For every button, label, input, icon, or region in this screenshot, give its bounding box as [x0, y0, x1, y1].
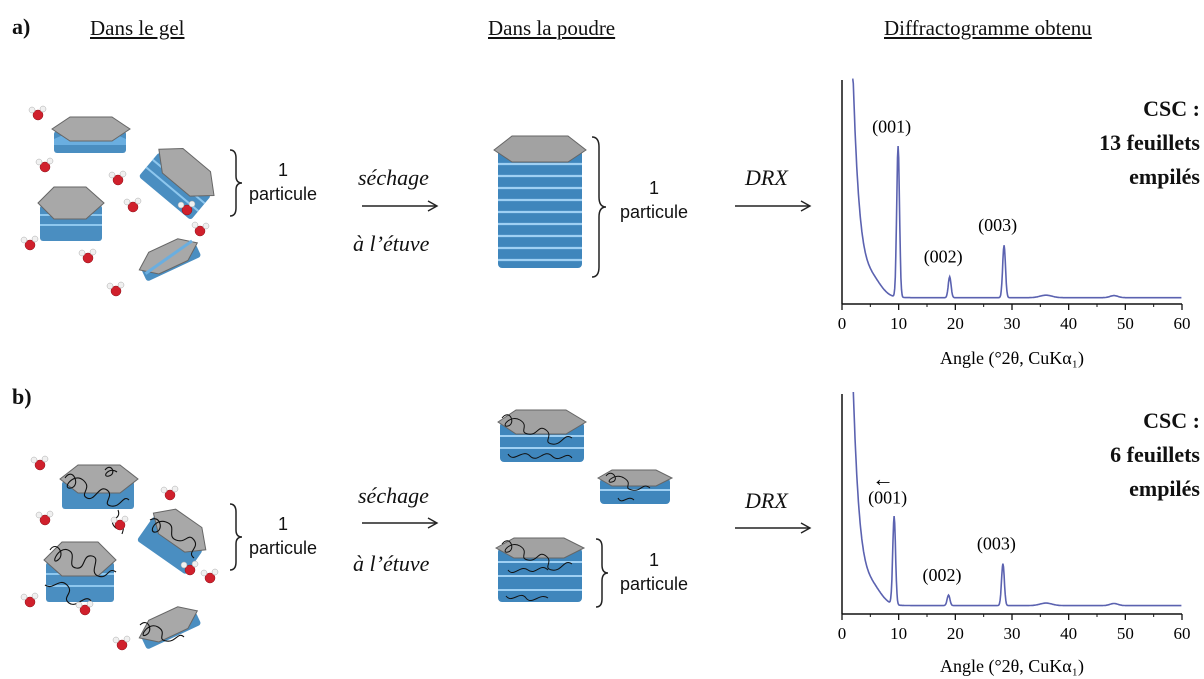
- xrd-step-b: DRX: [745, 488, 788, 513]
- chart-b-peak-002: (002): [923, 565, 962, 586]
- heading-gel: Dans le gel: [90, 16, 185, 40]
- bracket-gel-a: [229, 149, 243, 217]
- chartB-tick-label-6: 60: [1174, 624, 1191, 643]
- panel-a-label: a): [12, 14, 31, 39]
- chartA-tick-label-6: 60: [1174, 314, 1191, 333]
- drying-step-b-line2: à l’étuve: [353, 551, 430, 576]
- gel-particle-label-b: 1 particule: [248, 514, 318, 558]
- drying-arrow-b: [362, 517, 439, 529]
- drying-step-a-line1: séchage: [358, 165, 429, 190]
- chart-a-peak-001: (001): [872, 117, 911, 138]
- chartB-tick-label-0: 0: [838, 624, 847, 643]
- chart-b-peak-001: (001): [868, 487, 907, 508]
- chartB-tick-label-2: 20: [947, 624, 964, 643]
- chartB-tick-label-5: 50: [1117, 624, 1134, 643]
- panel-b-label: b): [12, 384, 32, 409]
- xrd-step-a: DRX: [745, 165, 788, 190]
- csc-a: CSC : 13 feuillets empilés: [1099, 96, 1200, 189]
- drying-step-b-line1: séchage: [358, 483, 429, 508]
- drying-arrow-a: [362, 200, 439, 212]
- powder-particle-label-b: 1 particule: [619, 550, 689, 594]
- heading-diffractogram: Diffractogramme obtenu: [884, 16, 1092, 40]
- bracket-powder-a: [591, 136, 607, 278]
- chart-a-x-axis-label: Angle (°2θ, CuKα₁): [940, 348, 1084, 369]
- gel-particles-illustration-a: [20, 105, 215, 297]
- bracket-gel-b: [229, 503, 243, 571]
- chartA-tick-label-4: 40: [1060, 314, 1077, 333]
- chartA-tick-label-1: 10: [890, 314, 907, 333]
- powder-stacks-illustration-b: [494, 409, 674, 602]
- chart-a-peak-002: (002): [924, 247, 963, 268]
- chartB-tick-label-1: 10: [890, 624, 907, 643]
- powder-particle-label-a: 1 particule: [619, 178, 689, 222]
- drying-step-a-line2: à l’étuve: [353, 231, 430, 256]
- bracket-powder-b: [595, 538, 609, 608]
- chartA-tick-label-5: 50: [1117, 314, 1134, 333]
- chart-b-peak-003: (003): [977, 534, 1016, 555]
- chartA-tick-label-0: 0: [838, 314, 847, 333]
- heading-powder: Dans la poudre: [488, 16, 616, 40]
- xrd-arrow-b: [735, 522, 812, 534]
- chart-a-curve: [852, 78, 1182, 299]
- chart-a-peak-003: (003): [978, 215, 1017, 236]
- chart-b-shift-arrow: ←: [872, 466, 894, 491]
- gel-particles-illustration-b: [20, 455, 219, 651]
- xrd-arrow-a: [735, 200, 812, 212]
- chart-b-curve: [852, 392, 1182, 607]
- gel-particle-label-a: 1 particule: [248, 160, 318, 204]
- diffractogram-chart-b: 0 10 20 30 40 50 60 (001) (002) (003) ← Angle …: [838, 392, 1191, 677]
- chartA-tick-label-2: 20: [947, 314, 964, 333]
- chartA-tick-label-3: 30: [1004, 314, 1021, 333]
- csc-b: CSC : 6 feuillets empilés: [1110, 408, 1200, 501]
- chart-b-x-axis-label: Angle (°2θ, CuKα₁): [940, 656, 1084, 677]
- chartB-tick-label-3: 30: [1004, 624, 1021, 643]
- chartB-tick-label-4: 40: [1060, 624, 1077, 643]
- diffractogram-chart-a: 0 10 20 30 40 50 60 (001) (002) (003) Angle (°…: [838, 78, 1191, 369]
- powder-stack-illustration-a: [493, 135, 587, 268]
